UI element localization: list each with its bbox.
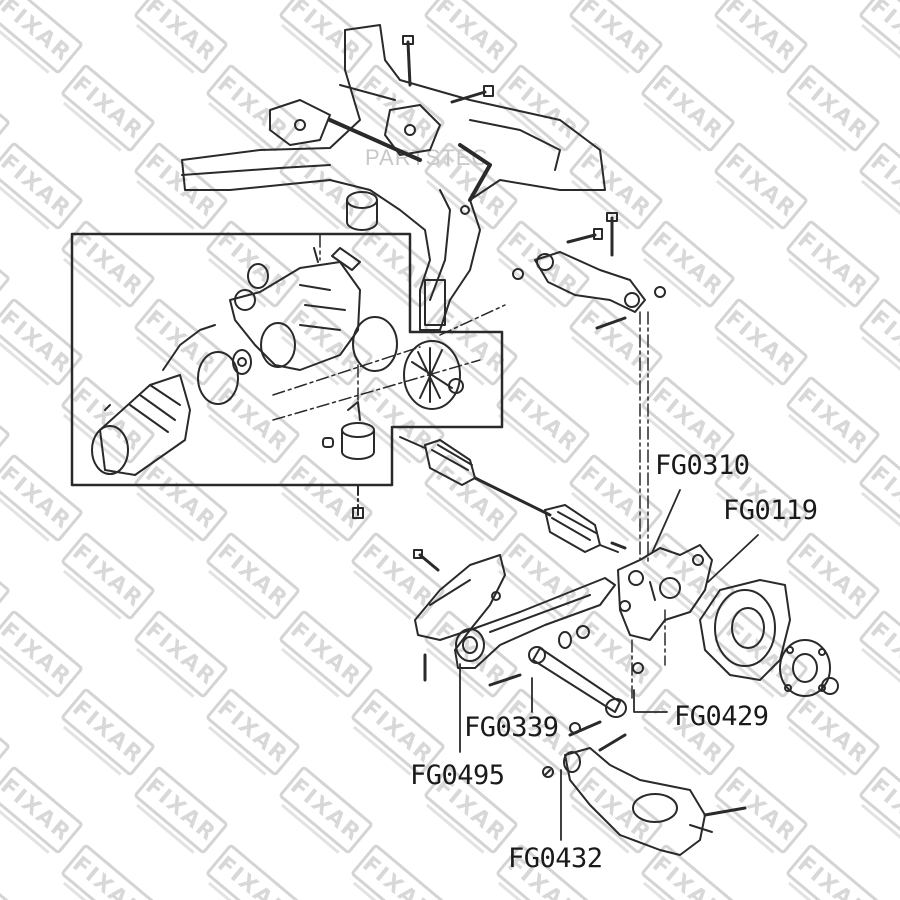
callout-fg0495[interactable]: FG0495 [410,760,505,791]
callout-fg0432[interactable]: FG0432 [508,843,603,874]
trailing-arm [423,577,616,687]
differential-mount [322,401,375,519]
callout-fg0310[interactable]: FG0310 [655,450,750,481]
callout-fg0339[interactable]: FG0339 [464,712,559,743]
callout-leaders [459,489,759,841]
differential-inset-frame [70,232,504,487]
subframe-bushing [346,191,378,231]
rear-subframe [181,24,606,331]
drive-shaft [399,436,619,553]
differential-housing [229,247,361,371]
transfer-case [91,324,252,476]
brake-backing-plate [699,579,791,681]
wheel-knuckle [610,541,713,641]
toe-link [528,646,644,718]
upper-link-arm [512,251,666,313]
callout-fg0119[interactable]: FG0119 [723,495,818,526]
lower-control-arm [542,720,747,856]
wheel-hub [779,639,839,697]
callout-fg0429[interactable]: FG0429 [674,701,769,732]
arm-bracket [413,549,506,641]
subframe-bolts [402,35,627,330]
